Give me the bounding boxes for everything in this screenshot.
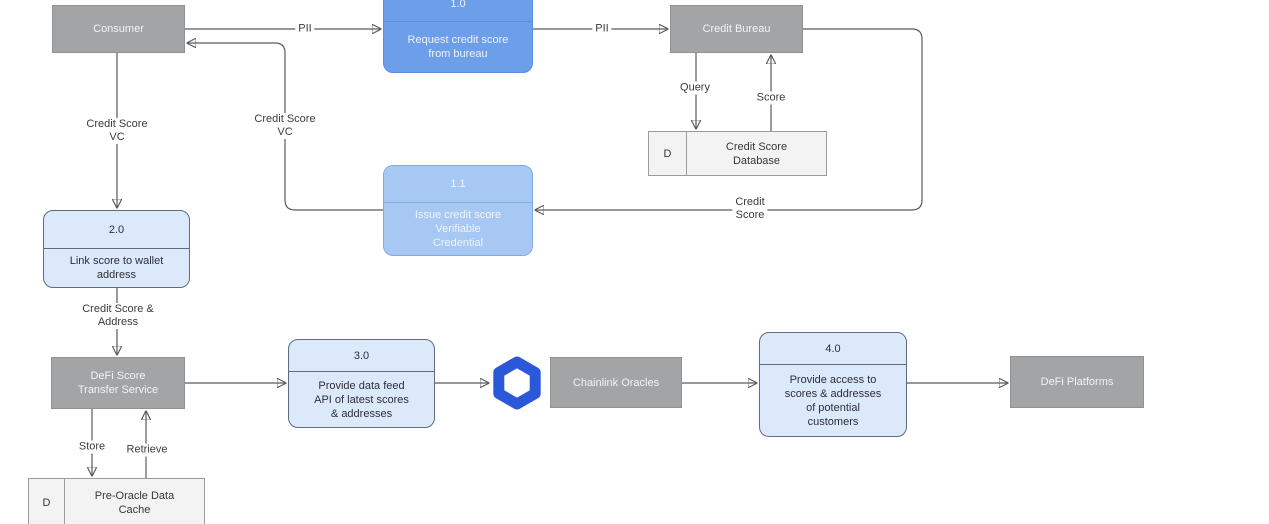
edge-label-credit-score-address: Credit Score & Address (79, 303, 157, 329)
label-line: Score (735, 209, 765, 221)
node-label: Credit Bureau (702, 23, 771, 35)
label-line: Provide access to (789, 373, 877, 386)
node-process-2-0: 2.0 Link score to wallet address (43, 210, 190, 288)
edge-label-credit-score-vc: Credit Score VC (83, 118, 151, 144)
node-process-1-1: 1.1 Issue credit score Verifiable Creden… (383, 165, 533, 256)
edge-label-score: Score (753, 91, 789, 105)
label-line: Pre-Oracle Data (94, 490, 175, 502)
datastore-pre-oracle-data-cache: D Pre-Oracle Data Cache (28, 478, 205, 524)
label-line: Address (97, 316, 139, 328)
node-process-1-0: 1.0 Request credit score from bureau (383, 0, 533, 73)
datastore-credit-score-database: D Credit Score Database (648, 131, 827, 176)
node-defi-platforms: DeFi Platforms (1010, 356, 1144, 408)
label-line: customers (807, 415, 859, 428)
node-label: DeFi Platforms (1040, 376, 1114, 388)
label-line: Credit Score (725, 140, 788, 153)
edge-label-credit-score: Credit Score (732, 196, 768, 222)
label-line: Transfer Service (77, 384, 159, 396)
node-defi-score-transfer-service: DeFi Score Transfer Service (51, 357, 185, 409)
process-label: Request credit score from bureau (384, 22, 532, 72)
label-line: & addresses (330, 407, 393, 420)
label-line: Credit Score (86, 118, 148, 130)
label-line: Credit Score & (82, 303, 154, 315)
edge-label-credit-score-vc: Credit Score VC (251, 113, 319, 139)
edge-credit-bureau-to-process-1-1 (536, 28, 923, 210)
node-process-4-0: 4.0 Provide access to scores & addresses… (759, 332, 907, 437)
node-consumer: Consumer (52, 5, 185, 53)
label-line: API of latest scores (314, 393, 409, 406)
process-label: Link score to wallet address (44, 249, 189, 287)
node-chainlink-oracles: Chainlink Oracles (550, 357, 682, 408)
edge-label-pii: PII (295, 22, 315, 36)
label-line: Cache (118, 504, 151, 516)
label-line: Credit (735, 196, 765, 208)
chainlink-logo-icon (493, 356, 541, 410)
datastore-prefix: D (649, 132, 687, 175)
process-id: 2.0 (44, 211, 189, 249)
label-line: Issue credit score (414, 209, 502, 221)
edge-label-query: Query (677, 81, 713, 95)
label-line: Request credit score (407, 34, 509, 46)
label-line: from bureau (428, 48, 488, 60)
process-id: 1.1 (384, 166, 532, 203)
label-line: VC (277, 126, 293, 138)
process-id: 4.0 (760, 333, 906, 365)
label-line: Credit Score (254, 113, 316, 125)
process-id: 1.0 (384, 0, 532, 22)
label-line: VC (109, 131, 125, 143)
edge-label-retrieve: Retrieve (123, 443, 171, 457)
datastore-label: Credit Score Database (687, 132, 826, 175)
label-line: of potential (806, 401, 860, 414)
label-line: address (96, 269, 137, 281)
label-line: scores & addresses (784, 387, 882, 400)
label-line: Database (732, 154, 781, 167)
node-label: Chainlink Oracles (572, 376, 660, 389)
datastore-prefix: D (29, 479, 65, 524)
node-label: Consumer (93, 23, 144, 35)
label-line: Link score to wallet (69, 255, 164, 267)
process-label: Provide data feed API of latest scores &… (289, 372, 434, 427)
node-credit-bureau: Credit Bureau (670, 5, 803, 53)
edge-label-store: Store (75, 440, 109, 454)
label-line: Credential (432, 237, 484, 249)
datastore-label: Pre-Oracle Data Cache (65, 479, 204, 524)
edge-label-pii: PII (592, 22, 612, 36)
label-line: Verifiable (435, 223, 481, 235)
label-line: Provide data feed (318, 379, 405, 392)
label-line: DeFi Score (90, 370, 146, 382)
process-id: 3.0 (289, 340, 434, 372)
process-label: Issue credit score Verifiable Credential (384, 203, 532, 255)
node-process-3-0: 3.0 Provide data feed API of latest scor… (288, 339, 435, 428)
process-label: Provide access to scores & addresses of … (760, 365, 906, 436)
